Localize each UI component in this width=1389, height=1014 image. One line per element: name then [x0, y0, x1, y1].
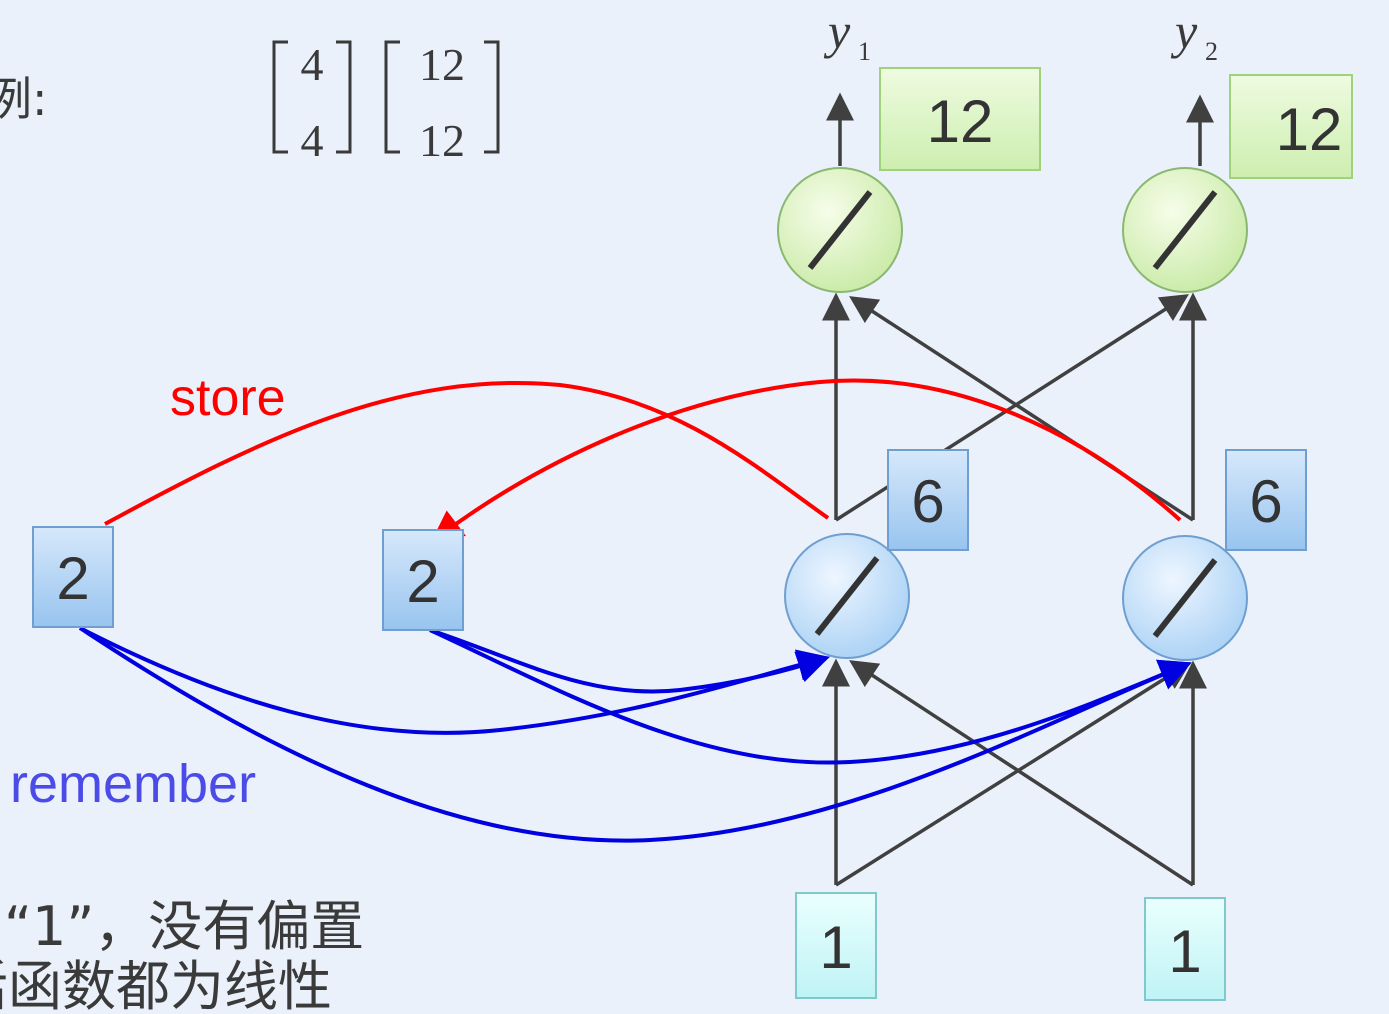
svg-text:1: 1 — [819, 914, 852, 981]
note-line-2: 激活函数都为线性 — [0, 955, 332, 1014]
linear-activation-icon — [814, 556, 880, 636]
svg-text:2: 2 — [1205, 37, 1218, 66]
vec1-top: 4 — [301, 39, 324, 90]
vec2-top: 12 — [419, 39, 465, 90]
output-sequence: 4 4 12 12 — [272, 39, 500, 166]
svg-text:12: 12 — [927, 88, 994, 155]
svg-text:12: 12 — [1276, 96, 1343, 163]
linear-activation-icon — [807, 190, 873, 270]
hidden-value-box-2: 6 — [1225, 449, 1307, 551]
input-box-1: 1 — [795, 892, 877, 999]
linear-activation-icon — [1152, 558, 1218, 638]
memory-cell-2: 2 — [382, 529, 464, 631]
output-value-box-1: 12 — [879, 67, 1041, 171]
svg-text:2: 2 — [56, 545, 89, 612]
svg-text:y: y — [823, 3, 851, 59]
hidden-value-box-1: 6 — [887, 449, 969, 551]
hidden-neuron-2 — [1122, 535, 1248, 661]
linear-activation-icon — [1152, 190, 1218, 270]
input-box-2: 1 — [1144, 897, 1226, 1001]
svg-text:6: 6 — [911, 468, 944, 535]
output-neuron-1 — [777, 167, 903, 293]
note-line-1: 为“1”，没有偏置 — [0, 895, 364, 958]
store-label: store — [170, 369, 286, 427]
output-label-y1: y 1 — [823, 3, 871, 66]
store-edges — [104, 378, 1182, 543]
remember-label: remember — [10, 754, 256, 814]
output-label-y2: y 2 — [1170, 3, 1218, 66]
memory-cell-1: 2 — [32, 526, 114, 628]
remember-edges — [78, 626, 1192, 843]
svg-text:1: 1 — [1168, 918, 1201, 985]
output-value-box-2: 12 — [1229, 74, 1353, 179]
vec2-bottom: 12 — [419, 115, 465, 166]
example-label: 例: — [0, 72, 48, 126]
svg-text:6: 6 — [1249, 468, 1282, 535]
output-neuron-2 — [1122, 167, 1248, 293]
svg-text:1: 1 — [858, 37, 871, 66]
vec1-bottom: 4 — [301, 115, 324, 166]
hidden-neuron-1 — [784, 533, 910, 659]
svg-text:y: y — [1170, 3, 1198, 59]
svg-text:2: 2 — [406, 548, 439, 615]
